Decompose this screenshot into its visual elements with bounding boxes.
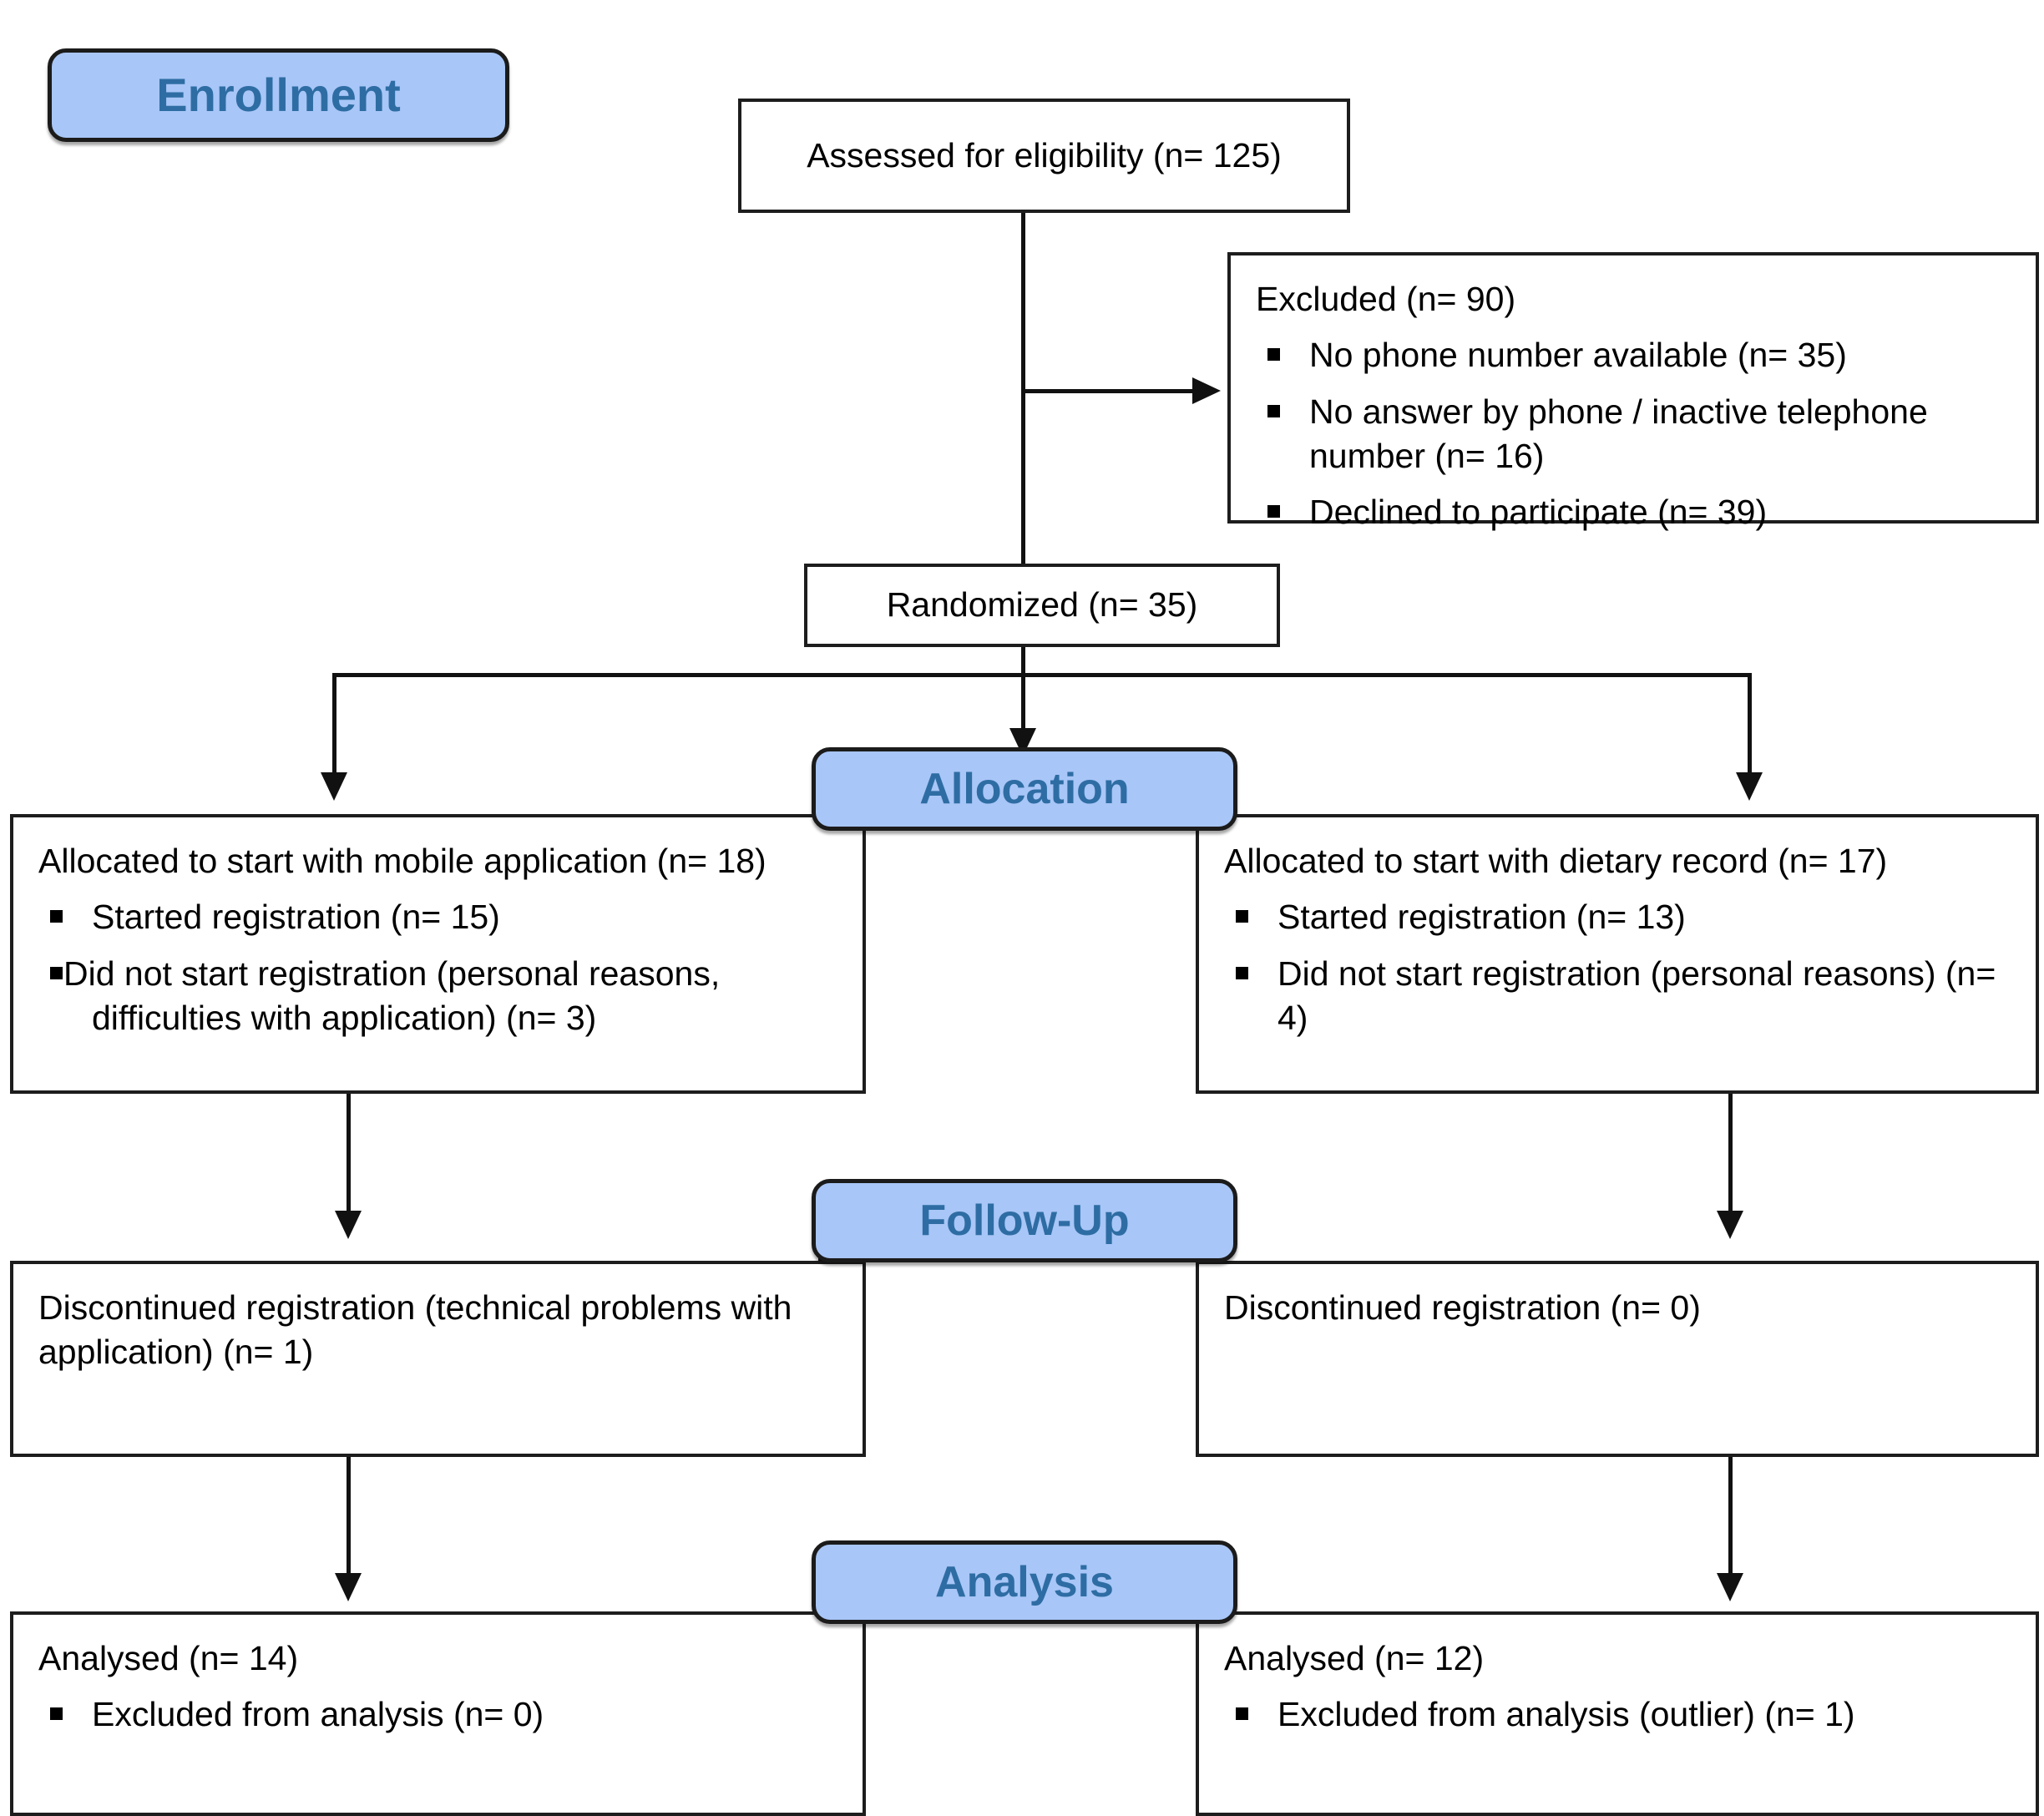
list-item: No phone number available (n= 35) (1256, 333, 2011, 377)
node-excluded-head: Excluded (n= 90) (1256, 280, 1516, 318)
node-assessed-for-eligibility: Assessed for eligibility (n= 125) (738, 99, 1350, 213)
node-followup-right: Discontinued registration (n= 0) (1196, 1261, 2039, 1457)
node-followup-right-head: Discontinued registration (n= 0) (1224, 1288, 1701, 1327)
square-bullet-icon (1236, 910, 1248, 923)
list-item: No answer by phone / inactive telephone … (1256, 390, 2011, 479)
arrowhead-to-alloc-left (321, 772, 347, 801)
square-bullet-icon (50, 910, 63, 923)
list-item: Excluded from analysis (outlier) (n= 1) (1224, 1692, 2011, 1737)
connector-followup-right (1728, 1094, 1733, 1215)
node-allocation-right-head: Allocated to start with dietary record (… (1224, 842, 1888, 880)
square-bullet-icon (50, 1707, 63, 1721)
connector-alloc-left-drop (332, 673, 336, 776)
node-analysis-right: Analysed (n= 12) Excluded from analysis … (1196, 1611, 2039, 1816)
node-allocation-left: Allocated to start with mobile applicati… (10, 814, 866, 1094)
arrowhead-to-followup-right (1717, 1211, 1743, 1239)
node-excluded: Excluded (n= 90) No phone number availab… (1227, 252, 2039, 531)
list-item: Started registration (n= 15) (38, 895, 837, 939)
connector-followup-left (347, 1094, 351, 1215)
square-bullet-icon (1267, 505, 1280, 518)
node-followup-left: Discontinued registration (technical pro… (10, 1261, 866, 1457)
arrowhead-to-excluded (1192, 377, 1221, 404)
node-allocation-left-head: Allocated to start with mobile applicati… (38, 842, 766, 880)
node-followup-left-head: Discontinued registration (technical pro… (38, 1288, 792, 1372)
node-analysis-right-list: Excluded from analysis (outlier) (n= 1) (1224, 1692, 2011, 1737)
connector-allocation-bus (332, 673, 1752, 677)
connector-randomized-stub (1021, 647, 1025, 676)
arrowhead-to-analysis-right (1717, 1573, 1743, 1601)
node-allocation-right-list: Started registration (n= 13) Did not sta… (1224, 895, 2011, 1040)
node-analysis-left-list: Excluded from analysis (n= 0) (38, 1692, 837, 1737)
node-randomized-label: Randomized (n= 35) (886, 585, 1198, 625)
connector-analysis-right (1728, 1457, 1733, 1578)
connector-alloc-center-drop (1021, 673, 1025, 748)
arrowhead-to-followup-left (335, 1211, 362, 1239)
connector-alloc-right-drop (1748, 673, 1752, 776)
arrowhead-to-alloc-right (1736, 772, 1763, 801)
square-bullet-icon (1267, 404, 1280, 417)
square-bullet-icon (1267, 348, 1280, 362)
section-banner-enrollment: Enrollment (48, 48, 509, 142)
node-analysis-right-head: Analysed (n= 12) (1224, 1639, 1485, 1677)
square-bullet-icon (1236, 966, 1248, 979)
section-banner-analysis-label: Analysis (935, 1558, 1114, 1606)
list-item: Declined to participate (n= 39) (1256, 490, 2011, 534)
square-bullet-icon (50, 966, 63, 979)
section-banner-follow-up: Follow-Up (812, 1179, 1237, 1262)
node-analysis-left-head: Analysed (n= 14) (38, 1639, 299, 1677)
node-randomized: Randomized (n= 35) (804, 564, 1280, 647)
section-banner-allocation-label: Allocation (919, 765, 1130, 813)
section-banner-analysis: Analysis (812, 1540, 1237, 1624)
node-allocation-right: Allocated to start with dietary record (… (1196, 814, 2039, 1094)
connector-excluded-branch (1021, 389, 1201, 393)
node-excluded-list: No phone number available (n= 35) No ans… (1256, 333, 2011, 534)
connector-analysis-left (347, 1457, 351, 1578)
list-item: Started registration (n= 13) (1224, 895, 2011, 939)
arrowhead-to-analysis-left (335, 1573, 362, 1601)
section-banner-follow-up-label: Follow-Up (919, 1196, 1130, 1245)
list-item: Did not start registration (personal rea… (1224, 952, 2011, 1041)
node-allocation-left-list: Started registration (n= 15) Did not sta… (38, 895, 837, 1040)
list-item: Did not start registration (personal rea… (38, 952, 837, 1041)
list-item: Excluded from analysis (n= 0) (38, 1692, 837, 1737)
section-banner-allocation: Allocation (812, 747, 1237, 831)
node-assessed-label: Assessed for eligibility (n= 125) (807, 135, 1282, 175)
section-banner-enrollment-label: Enrollment (156, 68, 401, 121)
node-analysis-left: Analysed (n= 14) Excluded from analysis … (10, 1611, 866, 1816)
square-bullet-icon (1236, 1707, 1248, 1721)
